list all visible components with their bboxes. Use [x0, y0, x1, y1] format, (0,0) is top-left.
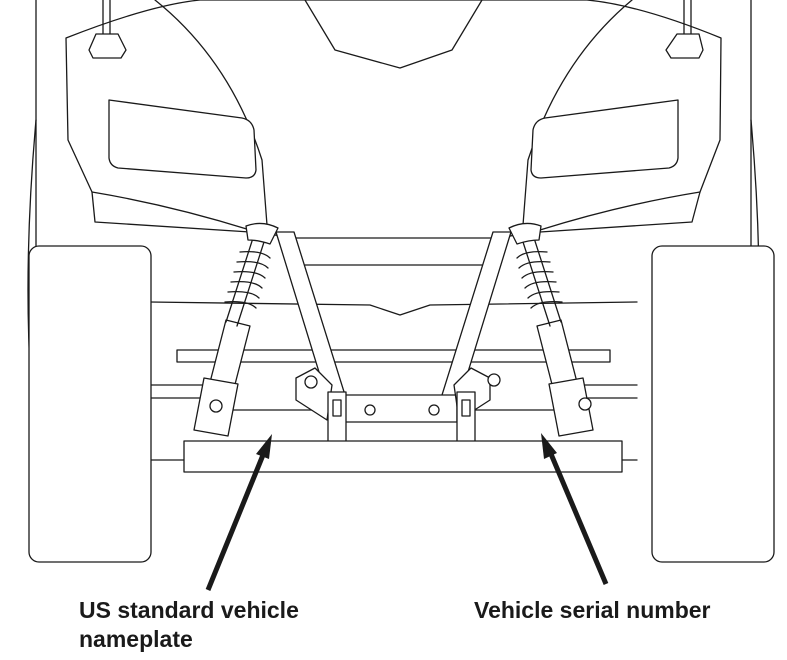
headlights — [108, 99, 679, 179]
nameplate-label-line2: nameplate — [79, 626, 193, 652]
nameplate-arrow — [205, 434, 272, 591]
serial-number-callout-label: Vehicle serial number — [474, 596, 711, 625]
right-shock-absorber — [508, 222, 594, 437]
serial-number-arrow — [541, 433, 609, 585]
nameplate-callout-label: US standard vehicle nameplate — [79, 596, 299, 654]
center-mount — [295, 367, 501, 443]
wheels — [28, 245, 775, 563]
left-shock-absorber — [193, 222, 279, 437]
serial-label-text: Vehicle serial number — [474, 597, 711, 623]
nameplate-label-line1: US standard vehicle — [79, 597, 299, 623]
mirrors — [88, 0, 704, 59]
vehicle-body — [27, 0, 760, 441]
